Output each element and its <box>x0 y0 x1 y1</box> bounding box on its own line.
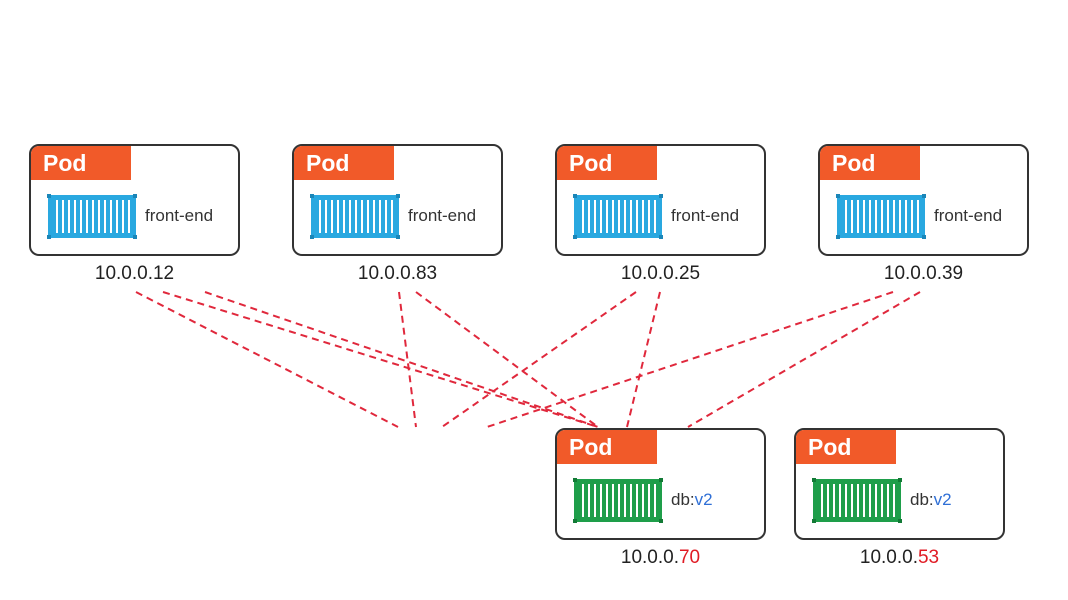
container-label: db:v2 <box>910 490 952 510</box>
container-icon <box>836 194 926 239</box>
pod-ip: 10.0.0.25 <box>620 263 701 284</box>
container-label: front-end <box>145 206 214 225</box>
pod-tag: Pod <box>557 430 657 464</box>
pod-ip: 10.0.0.83 <box>357 263 438 284</box>
frontend-pod-2[interactable]: Pod front-end <box>292 144 503 256</box>
container-version: v2 <box>694 490 713 509</box>
pod-tag: Pod <box>294 146 394 180</box>
pod-ip: 10.0.0.53 <box>794 547 1005 569</box>
container-version: v2 <box>933 490 952 509</box>
pod-tag: Pod <box>557 146 657 180</box>
link-83-a <box>398 291 417 428</box>
container-label: front-end <box>671 206 740 225</box>
link-12-c <box>204 291 599 428</box>
container-label: front-end <box>408 206 477 225</box>
pod-ip: 10.0.0.70 <box>555 547 766 569</box>
link-12-b <box>162 291 599 428</box>
container-icon <box>812 478 902 523</box>
frontend-pod-3[interactable]: Pod front-end <box>555 144 766 256</box>
pod-ip: 10.0.0.39 <box>883 263 964 284</box>
link-39-a <box>486 291 894 428</box>
ip-last-octet: 70 <box>678 547 701 568</box>
frontend-pod-1[interactable]: Pod front-end <box>29 144 240 256</box>
link-12-a <box>135 291 399 428</box>
container-icon <box>47 194 137 239</box>
ip-prefix: 10.0.0. <box>859 547 918 568</box>
container-icon <box>573 478 663 523</box>
link-25-b <box>626 291 661 428</box>
ip-prefix: 10.0.0. <box>620 547 679 568</box>
link-83-b <box>415 291 599 428</box>
container-icon <box>573 194 663 239</box>
container-label: front-end <box>934 206 1003 225</box>
container-name: db: <box>910 490 934 509</box>
pod-tag: Pod <box>820 146 920 180</box>
db-pod-2[interactable]: Pod db:v2 <box>794 428 1005 540</box>
container-label: db:v2 <box>671 490 713 510</box>
link-39-b <box>687 291 921 428</box>
container-icon <box>310 194 400 239</box>
ip-last-octet: 53 <box>917 547 940 568</box>
frontend-pod-4[interactable]: Pod front-end <box>818 144 1029 256</box>
container-name: db: <box>671 490 695 509</box>
pod-tag: Pod <box>796 430 896 464</box>
pod-tag: Pod <box>31 146 131 180</box>
pod-ip: 10.0.0.12 <box>94 263 175 284</box>
db-pod-1[interactable]: Pod db:v2 <box>555 428 766 540</box>
link-25-a <box>441 291 637 428</box>
